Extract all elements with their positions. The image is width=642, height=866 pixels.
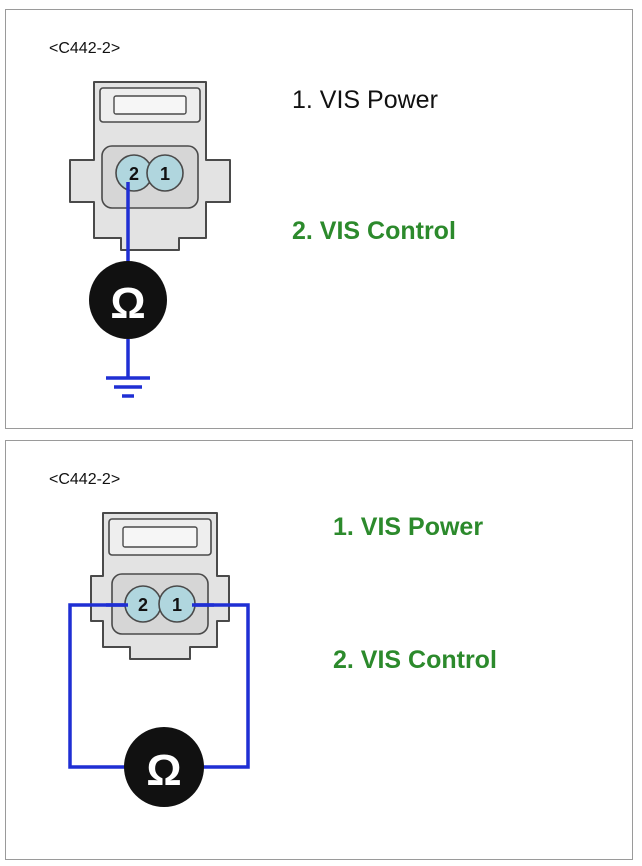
ohmmeter-icon: Ω xyxy=(124,727,204,807)
connector-housing xyxy=(90,512,230,660)
ohmmeter-icon: Ω xyxy=(89,261,167,339)
connector-pin-1: 1 xyxy=(146,154,184,192)
pin-number: 1 xyxy=(160,164,170,184)
ground-symbol-icon xyxy=(106,376,150,398)
connector-id-label: <C442-2> xyxy=(49,471,121,488)
connector-diagram-1: 2 1 Ω xyxy=(69,81,231,398)
connector-pin-1: 1 xyxy=(158,585,196,623)
pin-number: 1 xyxy=(172,595,182,615)
connector-id-label: <C442-2> xyxy=(49,40,121,57)
probe-wire-pin-2 xyxy=(68,603,140,769)
legend-item-vis-control: 2. VIS Control xyxy=(333,646,497,674)
diagram-panel-resistance-between-pins: 2 1 Ω <C442-2> 1. VIS Power 2. VIS Contr… xyxy=(5,440,633,860)
pin-number: 2 xyxy=(138,595,148,615)
diagram-panel-resistance-to-ground: 2 1 Ω <C442-2> 1. VIS Power 2. VIS Contr… xyxy=(5,9,633,429)
connector-pin-2: 2 xyxy=(124,585,162,623)
legend-item-vis-power: 1. VIS Power xyxy=(292,86,438,114)
pin-number: 2 xyxy=(129,164,139,184)
legend-item-vis-power: 1. VIS Power xyxy=(333,513,484,541)
ohm-symbol: Ω xyxy=(110,279,145,328)
ohm-symbol: Ω xyxy=(146,746,181,795)
connector-diagram-2: 2 1 Ω xyxy=(68,512,250,807)
legend-item-vis-control: 2. VIS Control xyxy=(292,217,456,245)
